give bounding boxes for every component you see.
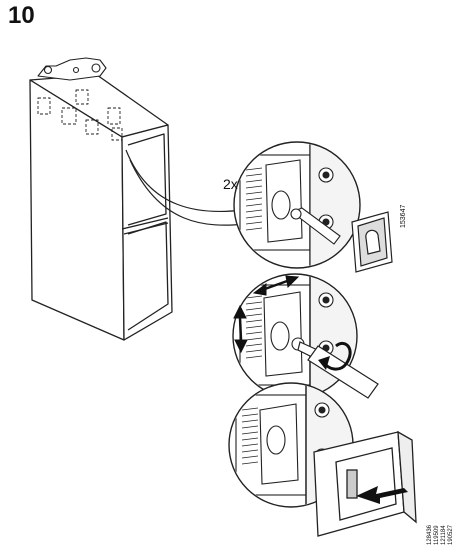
- push-arrow-icon: [356, 486, 408, 504]
- quantity-label: 2x: [223, 176, 238, 192]
- horizontal-adjust-arrow-icon: [252, 275, 300, 296]
- doc-code: 190527: [448, 524, 454, 545]
- cabinet-icon: [29, 57, 247, 341]
- suspension-fitting-icon: [351, 211, 393, 273]
- doc-code: 121184: [441, 525, 447, 545]
- doc-code: 119509: [434, 525, 440, 545]
- cover-cap-icon: [313, 430, 417, 537]
- detail-circle-1: [233, 141, 361, 269]
- step-number: 10: [8, 2, 35, 29]
- part-code: 153647: [400, 204, 407, 228]
- document-codes: 128436 119509 121184 190527: [427, 525, 455, 545]
- detail-circle-2: [232, 273, 379, 399]
- vertical-adjust-arrow-icon: [233, 304, 248, 354]
- doc-code: 128436: [427, 524, 433, 545]
- rotate-arrow-icon: [322, 341, 352, 371]
